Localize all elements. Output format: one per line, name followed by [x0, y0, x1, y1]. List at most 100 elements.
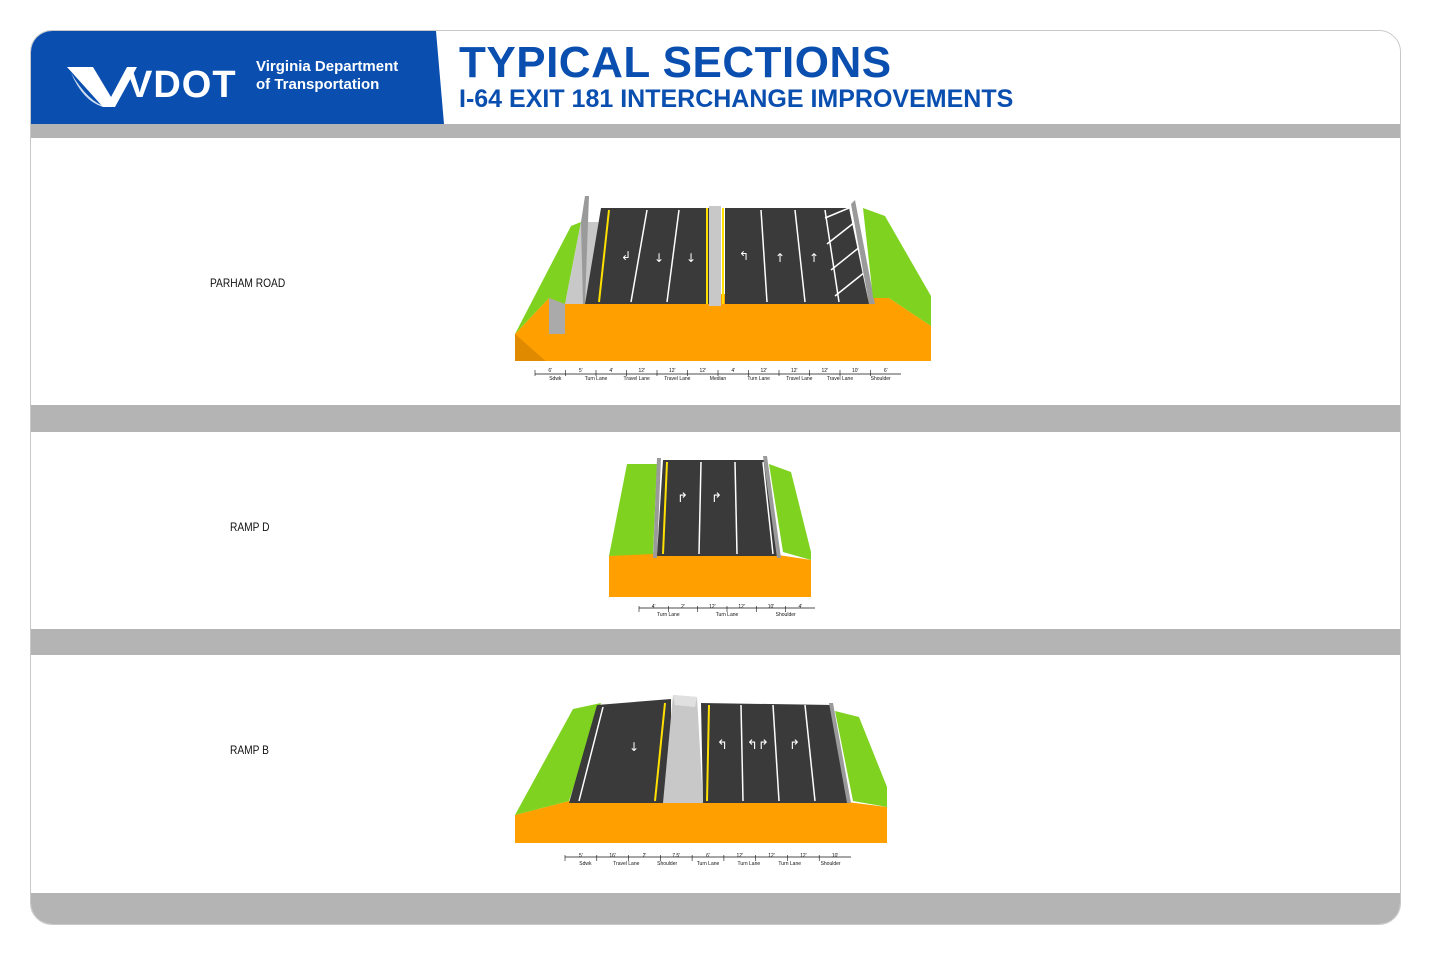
left-turn-arrow-icon: ↰ — [717, 738, 728, 753]
dimension-label: Shoulder — [871, 376, 891, 382]
dimension-label: Travel Lane — [664, 376, 690, 382]
dimension-value: 10' — [832, 853, 839, 859]
left-roadway — [585, 208, 709, 304]
dimension-value: 12' — [821, 368, 828, 374]
section-ramp-b: RAMP B ↓ ↰ ↰↱ ↱ 5' 16' 2' 7.5' 6' 12' 12' 12' 10… — [31, 655, 1400, 893]
up-arrow-icon: ↑ — [775, 251, 785, 265]
dimension-value: 6' — [884, 368, 888, 374]
section-parham-road: PARHAM ROAD — [31, 138, 1400, 405]
ramp-b-cross-section: ↓ ↰ ↰↱ ↱ — [515, 695, 887, 843]
left-grass-slope — [515, 703, 601, 815]
typical-sections-board: VDOT Virginia Department of Transportati… — [30, 30, 1401, 925]
earth-fill — [609, 552, 811, 597]
left-right-turn-arrow-icon: ↰↱ — [747, 738, 769, 753]
ramp-roadway — [657, 460, 777, 556]
dimension-value: 7.5' — [672, 853, 680, 859]
left-turn-arrow-icon: ↲ — [621, 249, 631, 263]
page-title: TYPICAL SECTIONS — [459, 38, 892, 87]
dimension-value: 12' — [638, 368, 645, 374]
dept-name: Virginia Department of Transportation — [256, 58, 431, 94]
logo-wordmark: VDOT — [127, 64, 237, 106]
dimension-label: Sdwk — [549, 376, 562, 382]
dimension-label: Turn Lane — [778, 861, 801, 867]
right-roadway — [725, 208, 869, 304]
left-grass-slope — [515, 222, 581, 334]
dimension-value: 12' — [737, 853, 744, 859]
dimension-value: 12' — [669, 368, 676, 374]
earth-fill — [515, 801, 887, 843]
dimension-label: Travel Lane — [624, 376, 650, 382]
header: VDOT Virginia Department of Transportati… — [31, 31, 1400, 124]
dimension-value: 12' — [768, 853, 775, 859]
parham-road-dimensions: 6' 5' 4' 12' 12' 12' 4' 12' 12' 12' 10' 6' Sdwk Turn … — [534, 368, 901, 382]
dimension-label: Shoulder — [657, 861, 677, 867]
section-label: PARHAM ROAD — [210, 276, 286, 290]
dimension-value: 12' — [738, 604, 745, 610]
left-roadway — [569, 699, 671, 803]
down-arrow-icon: ↓ — [629, 740, 639, 754]
page-subtitle: I-64 EXIT 181 INTERCHANGE IMPROVEMENTS — [459, 85, 1014, 113]
dimension-label: Turn Lane — [585, 376, 608, 382]
dimension-label: Travel Lane — [827, 376, 853, 382]
divider-band-2 — [31, 629, 1400, 655]
dimension-value: 2' — [681, 604, 685, 610]
dimension-value: 10' — [852, 368, 859, 374]
dimension-label: Travel Lane — [786, 376, 812, 382]
dimension-value: 12' — [699, 368, 706, 374]
dimension-value: 6' — [706, 853, 710, 859]
dimension-value: 12' — [800, 853, 807, 859]
dimension-value: 12' — [760, 368, 767, 374]
dimension-value: 4' — [731, 368, 735, 374]
dept-line-2: of Transportation — [256, 76, 380, 93]
dimension-label: Travel Lane — [613, 861, 639, 867]
dimension-value: 4' — [609, 368, 613, 374]
dimension-label: Turn Lane — [747, 376, 770, 382]
down-arrow-icon: ↓ — [686, 251, 696, 265]
right-turn-arrow-icon: ↱ — [677, 491, 688, 506]
left-turn-arrow-icon: ↰ — [739, 249, 749, 263]
right-grass-slope — [863, 208, 931, 326]
right-grass-slope — [835, 711, 887, 807]
dimension-value: 10' — [768, 604, 775, 610]
median — [663, 695, 703, 803]
dimension-value: 12' — [791, 368, 798, 374]
section-label: RAMP D — [230, 520, 270, 534]
right-turn-arrow-icon: ↱ — [711, 491, 722, 506]
right-turn-arrow-icon: ↱ — [789, 738, 800, 753]
dimension-value: 6' — [548, 368, 552, 374]
dimension-label: Turn Lane — [657, 612, 680, 618]
dimension-value: 16' — [609, 853, 616, 859]
vdot-logo: VDOT Virginia Department of Transportati… — [31, 31, 444, 124]
dimension-label: Sdwk — [579, 861, 592, 867]
dept-line-1: Virginia Department — [256, 58, 399, 75]
down-arrow-icon: ↓ — [654, 251, 664, 265]
dimension-value: 12' — [709, 604, 716, 610]
median — [709, 206, 721, 306]
dimension-value: 2' — [643, 853, 647, 859]
earth-fill — [515, 294, 931, 361]
dimension-label: Turn Lane — [697, 861, 720, 867]
dimension-value: 5' — [579, 368, 583, 374]
left-grass-slope — [609, 464, 657, 556]
dimension-label: Turn Lane — [738, 861, 761, 867]
logo-background: VDOT — [31, 31, 444, 124]
dimension-label: Shoulder — [776, 612, 796, 618]
dimension-label: Median — [710, 376, 727, 382]
dimension-label: Shoulder — [821, 861, 841, 867]
divider-band-1 — [31, 405, 1400, 432]
dimension-value: 4' — [798, 604, 802, 610]
parham-road-cross-section: ↲ ↓ ↓ ↰ ↑ ↑ — [515, 196, 931, 361]
divider-band-bottom — [31, 893, 1400, 924]
divider-band-top — [31, 124, 1400, 138]
section-label: RAMP B — [230, 743, 269, 757]
ramp-d-cross-section: ↱ ↱ — [609, 456, 811, 597]
ramp-b-dimensions: 5' 16' 2' 7.5' 6' 12' 12' 12' 10' Sdwk Travel Lane… — [564, 853, 851, 867]
dimension-value: 4' — [652, 604, 656, 610]
up-arrow-icon: ↑ — [809, 251, 819, 265]
right-grass-slope — [769, 464, 811, 560]
dimension-label: Turn Lane — [716, 612, 739, 618]
dimension-value: 5' — [579, 853, 583, 859]
right-roadway — [701, 703, 849, 803]
